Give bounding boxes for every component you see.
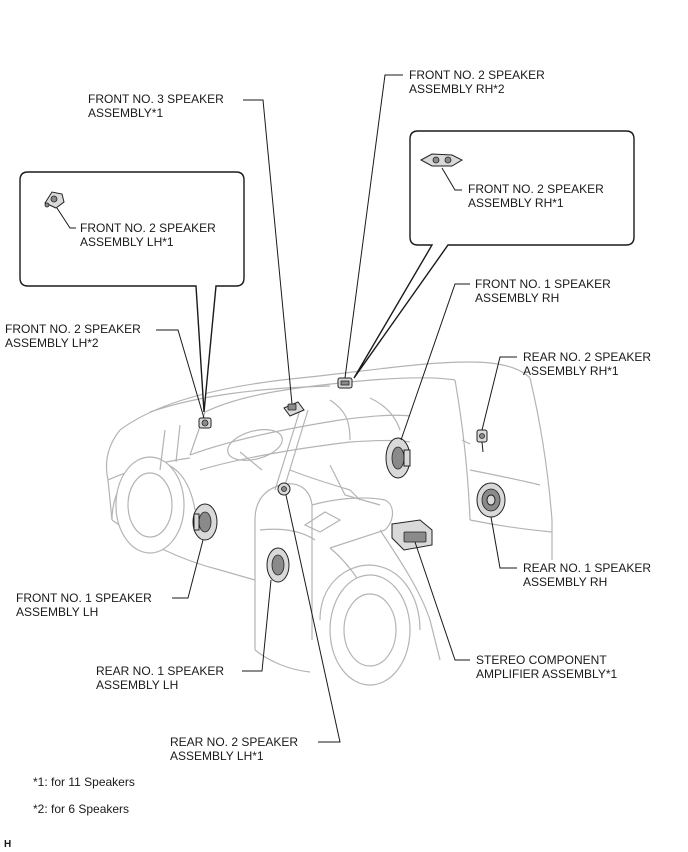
label-line: AMPLIFIER ASSEMBLY*1 xyxy=(476,667,618,681)
speaker-front-no2-rh2 xyxy=(337,377,353,389)
label-line: ASSEMBLY LH*1 xyxy=(80,235,174,249)
speaker-rear-no1-rh xyxy=(476,482,506,518)
label-front-no1-speaker-lh: FRONT NO. 1 SPEAKER ASSEMBLY LH xyxy=(16,591,152,619)
label-stereo-component-amplifier: STEREO COMPONENT AMPLIFIER ASSEMBLY*1 xyxy=(476,653,617,681)
callout-box-left xyxy=(19,171,245,413)
label-front-no2-speaker-lh2: FRONT NO. 2 SPEAKER ASSEMBLY LH*2 xyxy=(5,322,141,350)
label-line: REAR NO. 2 SPEAKER xyxy=(523,350,652,364)
label-front-no1-speaker-rh: FRONT NO. 1 SPEAKER ASSEMBLY RH xyxy=(475,277,611,305)
callout-box-right xyxy=(353,130,635,379)
label-line: REAR NO. 2 SPEAKER xyxy=(170,735,299,749)
label-line: ASSEMBLY LH xyxy=(16,605,99,619)
stereo-amplifier xyxy=(391,519,433,551)
label-line: FRONT NO. 1 SPEAKER xyxy=(16,591,152,605)
label-line: ASSEMBLY RH*2 xyxy=(409,82,505,96)
label-line: FRONT NO. 3 SPEAKER xyxy=(88,92,224,106)
label-rear-no2-speaker-lh1: REAR NO. 2 SPEAKER ASSEMBLY LH*1 xyxy=(170,735,298,763)
speaker-icon-front-no2-lh1 xyxy=(44,191,65,209)
label-line: ASSEMBLY LH xyxy=(96,678,179,692)
label-rear-no1-speaker-rh: REAR NO. 1 SPEAKER ASSEMBLY RH xyxy=(523,561,651,589)
speaker-rear-no2-lh1 xyxy=(277,482,291,496)
label-line: ASSEMBLY LH*1 xyxy=(170,749,264,763)
speaker-front-no1-lh xyxy=(192,503,218,541)
vehicle-outline xyxy=(105,361,553,686)
speaker-front-no2-lh2 xyxy=(198,417,212,429)
label-front-no2-speaker-lh1: FRONT NO. 2 SPEAKER ASSEMBLY LH*1 xyxy=(80,221,216,249)
label-line: ASSEMBLY RH xyxy=(475,291,560,305)
label-rear-no1-speaker-lh: REAR NO. 1 SPEAKER ASSEMBLY LH xyxy=(96,664,224,692)
label-line: FRONT NO. 2 SPEAKER xyxy=(5,322,141,336)
label-line: FRONT NO. 2 SPEAKER xyxy=(468,182,604,196)
speaker-front-no3 xyxy=(283,401,305,417)
label-line: FRONT NO. 1 SPEAKER xyxy=(475,277,611,291)
speaker-front-no1-rh xyxy=(385,437,411,479)
label-line: ASSEMBLY RH*1 xyxy=(523,364,619,378)
label-front-no2-speaker-rh1: FRONT NO. 2 SPEAKER ASSEMBLY RH*1 xyxy=(468,182,604,210)
speaker-rear-no2-rh1 xyxy=(476,429,488,453)
label-front-no2-speaker-rh2: FRONT NO. 2 SPEAKER ASSEMBLY RH*2 xyxy=(409,68,545,96)
label-line: FRONT NO. 2 SPEAKER xyxy=(80,221,216,235)
corner-mark: H xyxy=(4,839,12,850)
label-line: ASSEMBLY RH xyxy=(523,575,608,589)
footnote-11-speakers: *1: for 11 Speakers xyxy=(33,775,135,789)
label-line: STEREO COMPONENT xyxy=(476,653,607,667)
speaker-rear-no1-lh xyxy=(266,547,290,583)
label-line: ASSEMBLY*1 xyxy=(88,106,164,120)
label-line: ASSEMBLY RH*1 xyxy=(468,196,564,210)
label-line: REAR NO. 1 SPEAKER xyxy=(523,561,652,575)
label-line: ASSEMBLY LH*2 xyxy=(5,336,99,350)
label-front-no3-speaker: FRONT NO. 3 SPEAKER ASSEMBLY*1 xyxy=(88,92,224,120)
speaker-icon-front-no2-rh1 xyxy=(419,153,464,167)
leader-lines xyxy=(56,74,517,743)
label-line: FRONT NO. 2 SPEAKER xyxy=(409,68,545,82)
label-rear-no2-speaker-rh1: REAR NO. 2 SPEAKER ASSEMBLY RH*1 xyxy=(523,350,651,378)
label-line: REAR NO. 1 SPEAKER xyxy=(96,664,225,678)
footnote-6-speakers: *2: for 6 Speakers xyxy=(33,802,130,816)
